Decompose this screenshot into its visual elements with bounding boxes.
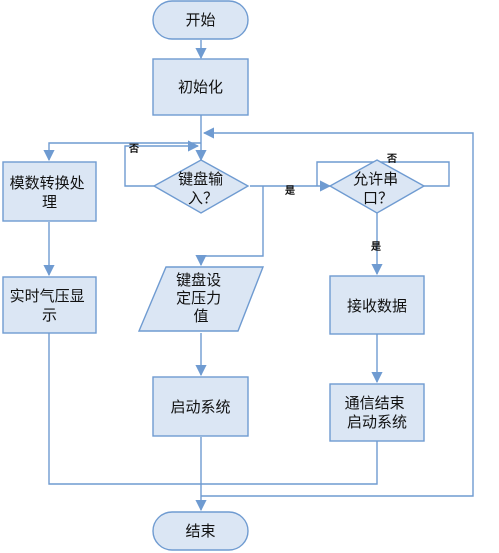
node-ad-convert-label: 模数转换处 理 <box>10 174 90 211</box>
node-start: 开始 <box>152 0 249 40</box>
edge-display-bottom <box>48 333 201 485</box>
node-serial-decision: 允许串 口？ <box>328 159 426 214</box>
node-key-set: 键盘设 定压力 值 <box>137 266 265 332</box>
node-end: 结束 <box>152 511 249 551</box>
label-no-key: 否 <box>128 143 139 155</box>
node-key-decision: 键盘输 入？ <box>152 159 250 214</box>
label-no-serial: 否 <box>386 153 397 165</box>
node-init: 初始化 <box>152 58 249 116</box>
node-start-system-left: 启动系统 <box>152 376 249 437</box>
node-display-label: 实时气压显 示 <box>10 287 90 324</box>
edge-serial-no-loop <box>316 161 450 187</box>
node-ad-convert: 模数转换处 理 <box>2 161 97 222</box>
edge-return-loop <box>201 127 474 497</box>
node-start-label: 开始 <box>185 11 215 29</box>
label-yes-serial: 是 <box>370 241 381 253</box>
node-receive-data: 接收数据 <box>329 275 425 335</box>
node-key-set-label: 键盘设 定压力 值 <box>176 271 226 325</box>
edge-junction-ad <box>43 142 201 162</box>
node-receive-data-label: 接收数据 <box>347 297 407 315</box>
node-start-system-left-label: 启动系统 <box>170 398 230 416</box>
edge-key-no-loop <box>124 140 200 187</box>
edge-comm-bottom <box>201 441 378 485</box>
node-comm-end: 通信结束 启动系统 <box>329 383 425 442</box>
node-init-label: 初始化 <box>178 78 223 96</box>
edge-key-to-set <box>195 186 264 267</box>
label-yes-key: 是 <box>284 185 295 197</box>
node-end-label: 结束 <box>185 522 215 540</box>
node-comm-end-label: 通信结束 启动系统 <box>345 394 410 431</box>
edges <box>43 40 474 512</box>
node-serial-decision-label: 允许串 口？ <box>353 170 403 207</box>
node-key-decision-label: 键盘输 入？ <box>178 170 228 207</box>
node-display: 实时气压显 示 <box>2 276 97 334</box>
